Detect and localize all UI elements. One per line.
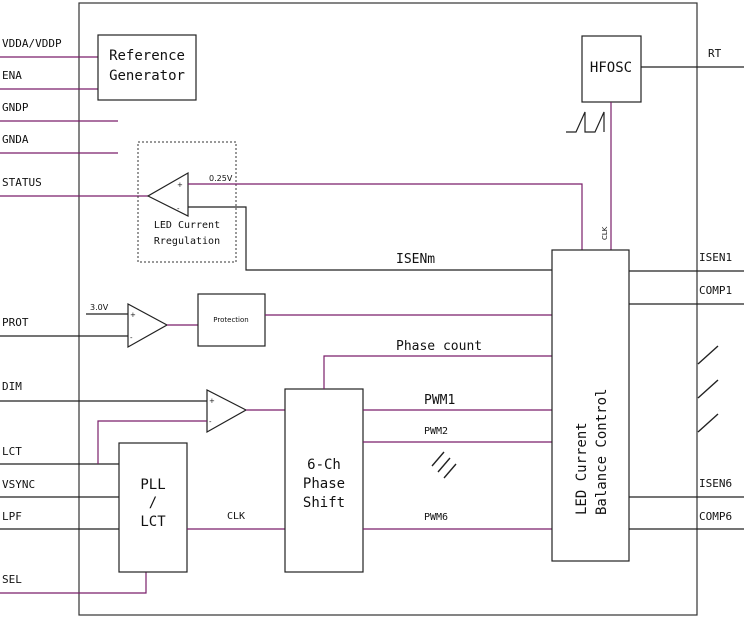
hfosc-label: HFOSC [590, 60, 632, 76]
pin-lpf-label: LPF [2, 510, 22, 523]
chip-outline [78, 2, 698, 616]
regulation-label-line1: LED Current [154, 220, 220, 231]
pin-ena-label: ENA [2, 69, 22, 82]
regulation-opamp [146, 171, 189, 217]
pin-vsync-label: VSYNC [2, 478, 35, 491]
ref-025v-label: 0.25V [209, 174, 233, 183]
pin-prot-label: PROT [2, 316, 29, 329]
channel-ellipsis-marks [697, 345, 719, 433]
pwm-ellipsis-marks [431, 451, 457, 479]
balance-control-block: LED Current Balance Control [551, 249, 630, 562]
clk-osc-label: CLK [601, 226, 609, 240]
ref-30v-label: 3.0V [90, 303, 109, 312]
pin-gnda-label: GNDA [2, 133, 29, 146]
protection-block: Protection [197, 293, 266, 347]
reference-generator-label-line1: Reference [109, 48, 185, 64]
phase-shift-block: 6-Ch Phase Shift [284, 388, 364, 573]
protection-label: Protection [213, 316, 248, 324]
pin-comp6-label: COMP6 [699, 510, 732, 523]
pin-comp1-label: COMP1 [699, 284, 732, 297]
pll-lct-block: PLL / LCT [118, 442, 188, 573]
balance-label-line2: Balance Control [594, 389, 610, 515]
regulation-opamp-plus: + [177, 181, 183, 189]
dim-comparator [206, 389, 248, 434]
pin-gndp-label: GNDP [2, 101, 29, 114]
prot-comp-minus: - [130, 334, 133, 342]
wire-025v-ref [188, 183, 583, 250]
balance-label-line1: LED Current [574, 422, 590, 515]
pin-vdda-label: VDDA/VDDP [2, 37, 62, 50]
wire-sel [0, 572, 147, 594]
pwm1-label: PWM1 [424, 393, 455, 408]
pwm2-label: PWM2 [424, 426, 448, 437]
prot-comp-plus: + [130, 311, 136, 319]
isenm-label: ISENm [396, 252, 435, 267]
protection-comparator [127, 302, 169, 349]
phase-shift-label-line2: Phase [303, 476, 345, 492]
pin-status-label: STATUS [2, 176, 42, 189]
hfosc-block: HFOSC [581, 35, 642, 103]
pwm6-label: PWM6 [424, 512, 448, 523]
pin-sel-label: SEL [2, 573, 22, 586]
pll-label-line3: LCT [140, 514, 166, 530]
phase-shift-label-line3: Shift [303, 495, 345, 511]
pin-dim-label: DIM [2, 380, 22, 393]
dim-comp-plus: + [209, 397, 215, 405]
pin-isen1-label: ISEN1 [699, 251, 732, 264]
led-current-regulation-block: + - LED Current Rregulation [137, 141, 237, 263]
regulation-label-line2: Rregulation [154, 236, 220, 247]
wire-lct-to-dim [97, 420, 207, 464]
dim-comp-minus: - [209, 418, 212, 426]
phase-shift-label-line1: 6-Ch [307, 457, 341, 473]
wire-phase-count [323, 355, 552, 389]
pin-rt-label: RT [708, 47, 722, 60]
wire-isenm [188, 206, 552, 271]
phase-count-label: Phase count [396, 339, 482, 354]
reference-generator-block: Reference Generator [97, 34, 197, 101]
regulation-opamp-minus: - [177, 205, 180, 213]
pin-lct-label: LCT [2, 445, 22, 458]
sawtooth-icon [566, 111, 605, 133]
pin-isen6-label: ISEN6 [699, 477, 732, 490]
reference-generator-label-line2: Generator [109, 68, 185, 84]
clk-pll-label: CLK [227, 511, 245, 522]
pll-label-line2: / [149, 495, 157, 511]
pll-label-line1: PLL [140, 477, 165, 493]
